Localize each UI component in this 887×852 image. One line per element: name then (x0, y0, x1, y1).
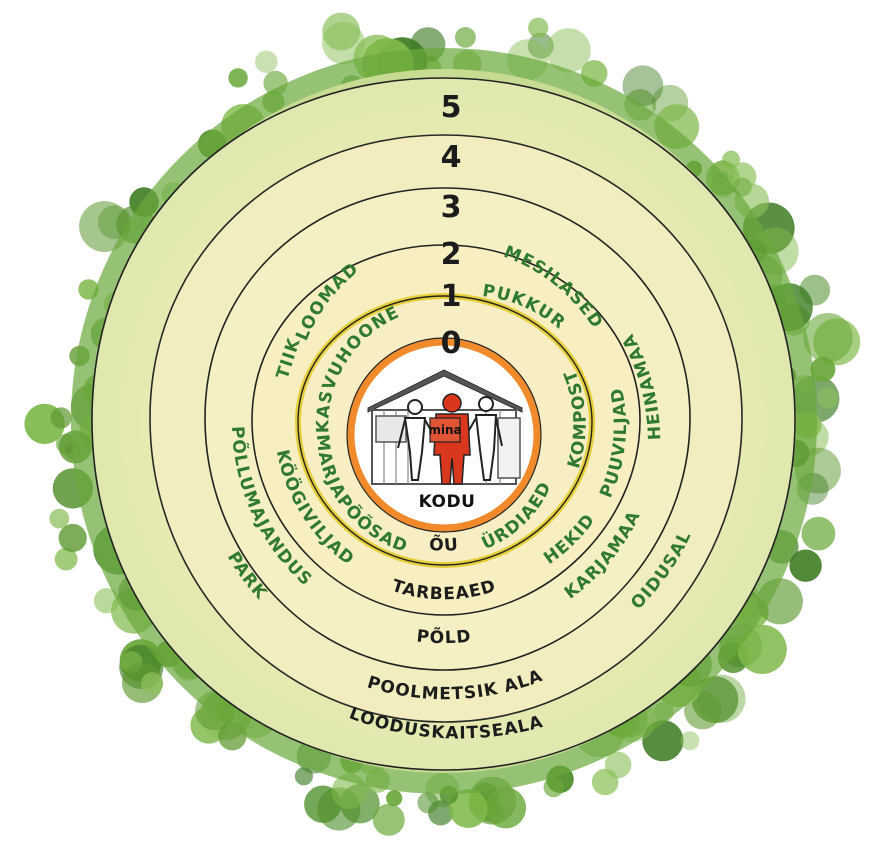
foliage-blob (49, 508, 70, 529)
home-illustration: mina (367, 369, 523, 485)
foliage-blob (680, 731, 700, 751)
svg-text:PÕLD: PÕLD (416, 625, 473, 648)
foliage-blob (58, 523, 87, 553)
person-left (397, 399, 433, 481)
foliage-blob (803, 313, 853, 363)
zone-name-kodu: KODU (419, 492, 476, 512)
foliage-border (24, 12, 861, 836)
zone-numbers: 0 1 2 3 4 5 (441, 90, 462, 361)
zone-name-ou: ÕU (429, 532, 459, 556)
zone-number-4: 4 (441, 140, 462, 175)
svg-text:ÕU: ÕU (429, 532, 460, 556)
foliage-blob (485, 787, 527, 829)
mina-label: mina (428, 423, 461, 437)
foliage-blob (372, 803, 405, 836)
person-mina: mina (428, 393, 471, 485)
foliage-blob (141, 672, 164, 695)
zone-name-pold: PÕLD (416, 625, 472, 648)
foliage-blob (50, 407, 72, 429)
foliage-blob (810, 356, 836, 382)
zone-number-1: 1 (441, 279, 462, 314)
foliage-blob (386, 790, 403, 807)
zone-number-5: 5 (441, 90, 462, 125)
foliage-blob (228, 68, 248, 88)
foliage-blob (322, 21, 365, 65)
foliage-blob (79, 201, 130, 252)
foliage-blob (417, 792, 439, 814)
foliage-blob (543, 776, 564, 798)
foliage-blob (294, 767, 313, 786)
foliage-blob (455, 27, 476, 48)
foliage-blob (54, 547, 78, 571)
foliage-blob (817, 387, 839, 409)
foliage-blob (801, 516, 836, 551)
foliage-blob (789, 549, 822, 582)
foliage-ring (71, 48, 817, 794)
foliage-blob (254, 50, 278, 74)
zone-number-3: 3 (441, 190, 462, 225)
foliage-blob (737, 624, 787, 675)
foliage-blob (93, 588, 120, 614)
zone-number-0: 0 (441, 326, 462, 361)
foliage-blob (591, 768, 619, 796)
foliage-blob (642, 720, 684, 762)
zone-number-2: 2 (441, 237, 462, 272)
foliage-blob (622, 65, 664, 107)
foliage-blob (528, 17, 549, 38)
foliage-blob (448, 789, 488, 828)
foliage-blob (546, 28, 591, 73)
person-right (467, 396, 503, 481)
